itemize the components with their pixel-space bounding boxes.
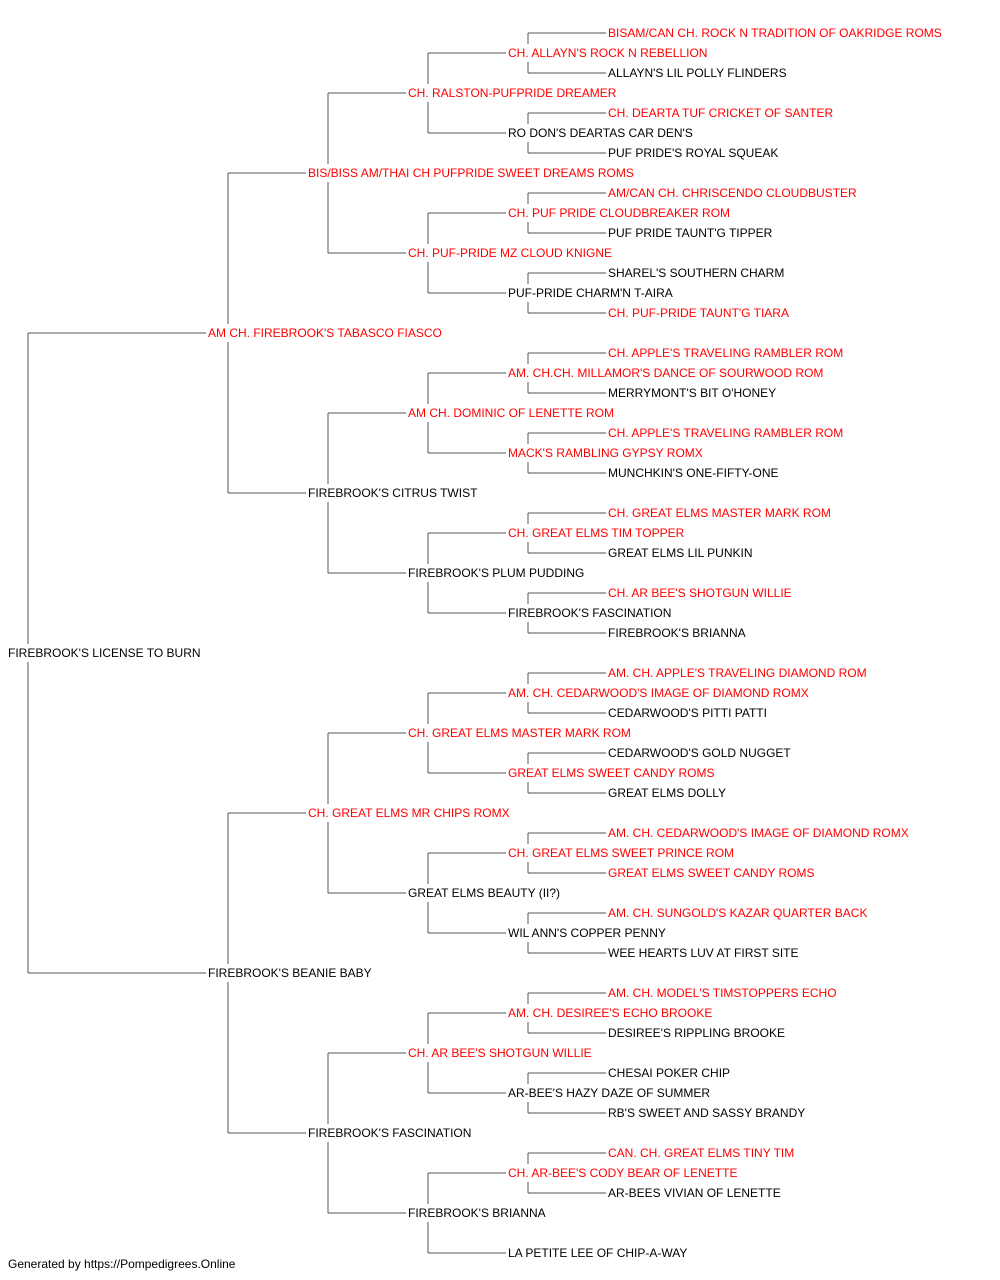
dog-name-gen2: BIS/BISS AM/THAI CH PUFPRIDE SWEET DREAM…	[308, 166, 634, 180]
dog-name-gen4: CH. PUF PRIDE CLOUDBREAKER ROM	[508, 206, 730, 220]
dog-name-gen2: FIREBROOK'S CITRUS TWIST	[308, 486, 478, 500]
dog-name-gen5: AM. CH. CEDARWOOD'S IMAGE OF DIAMOND ROM…	[608, 826, 909, 840]
dog-name-gen5: CEDARWOOD'S GOLD NUGGET	[608, 746, 791, 760]
dog-name-gen5: CH. DEARTA TUF CRICKET OF SANTER	[608, 106, 833, 120]
dog-name-gen5: CH. APPLE'S TRAVELING RAMBLER ROM	[608, 346, 843, 360]
dog-name-gen2: CH. GREAT ELMS MR CHIPS ROMX	[308, 806, 510, 820]
dog-name-gen5: CH. GREAT ELMS MASTER MARK ROM	[608, 506, 831, 520]
dog-names: FIREBROOK'S LICENSE TO BURN AM CH. FIREBR…	[8, 26, 942, 1260]
dog-name-gen5: CAN. CH. GREAT ELMS TINY TIM	[608, 1146, 794, 1160]
dog-name-gen5: AM. CH. SUNGOLD'S KAZAR QUARTER BACK	[608, 906, 867, 920]
dog-name-gen4: CH. AR-BEE'S CODY BEAR OF LENETTE	[508, 1166, 737, 1180]
dog-name-gen4: CH. GREAT ELMS SWEET PRINCE ROM	[508, 846, 734, 860]
dog-name-gen5: ALLAYN'S LIL POLLY FLINDERS	[608, 66, 787, 80]
dog-name-gen4: GREAT ELMS SWEET CANDY ROMS	[508, 766, 714, 780]
dog-name-gen5: AM. CH. APPLE'S TRAVELING DIAMOND ROM	[608, 666, 867, 680]
dog-name-gen3: GREAT ELMS BEAUTY (II?)	[408, 886, 560, 900]
dog-name-gen2: FIREBROOK'S FASCINATION	[308, 1126, 471, 1140]
dog-name-gen4: AM. CH. DESIREE'S ECHO BROOKE	[508, 1006, 712, 1020]
dog-name-gen3: CH. PUF-PRIDE MZ CLOUD KNIGNE	[408, 246, 612, 260]
dog-name-gen5: GREAT ELMS LIL PUNKIN	[608, 546, 753, 560]
dog-name-gen5: AM/CAN CH. CHRISCENDO CLOUDBUSTER	[608, 186, 857, 200]
dog-name-gen5: CH. AR BEE'S SHOTGUN WILLIE	[608, 586, 792, 600]
dog-name-gen5: MUNCHKIN'S ONE-FIFTY-ONE	[608, 466, 779, 480]
dog-name-gen4: LA PETITE LEE OF CHIP-A-WAY	[508, 1246, 687, 1260]
dog-name-gen4: CH. ALLAYN'S ROCK N REBELLION	[508, 46, 707, 60]
dog-name-gen4: WIL ANN'S COPPER PENNY	[508, 926, 666, 940]
dog-name-gen3: FIREBROOK'S PLUM PUDDING	[408, 566, 584, 580]
dog-name-gen5: MERRYMONT'S BIT O'HONEY	[608, 386, 776, 400]
dog-name-gen3: AM CH. DOMINIC OF LENETTE ROM	[408, 406, 614, 420]
footer-credit: Generated by https://Pompedigrees.Online	[8, 1257, 236, 1271]
dog-name-gen5: FIREBROOK'S BRIANNA	[608, 626, 746, 640]
dog-name-gen5: PUF PRIDE TAUNT'G TIPPER	[608, 226, 773, 240]
dog-name-gen4: RO DON'S DEARTAS CAR DEN'S	[508, 126, 693, 140]
dog-name-gen5: CH. PUF-PRIDE TAUNT'G TIARA	[608, 306, 789, 320]
dog-name-gen3: CH. GREAT ELMS MASTER MARK ROM	[408, 726, 631, 740]
dog-name-gen4: AM. CH.CH. MILLAMOR'S DANCE OF SOURWOOD …	[508, 366, 823, 380]
dog-name-gen1: AM CH. FIREBROOK'S TABASCO FIASCO	[208, 326, 442, 340]
dog-name-gen5: CHESAI POKER CHIP	[608, 1066, 730, 1080]
dog-name-gen5: AR-BEES VIVIAN OF LENETTE	[608, 1186, 781, 1200]
dog-name-gen5: GREAT ELMS SWEET CANDY ROMS	[608, 866, 814, 880]
dog-name-gen1: FIREBROOK'S BEANIE BABY	[208, 966, 372, 980]
connector-lines	[27, 32, 606, 1254]
dog-name-gen3: CH. AR BEE'S SHOTGUN WILLIE	[408, 1046, 592, 1060]
dog-name-gen4: AM. CH. CEDARWOOD'S IMAGE OF DIAMOND ROM…	[508, 686, 809, 700]
dog-name-gen5: GREAT ELMS DOLLY	[608, 786, 726, 800]
dog-name-gen5: SHAREL'S SOUTHERN CHARM	[608, 266, 784, 280]
dog-name-gen3: CH. RALSTON-PUFPRIDE DREAMER	[408, 86, 617, 100]
dog-name-gen5: RB'S SWEET AND SASSY BRANDY	[608, 1106, 805, 1120]
dog-name-gen4: AR-BEE'S HAZY DAZE OF SUMMER	[508, 1086, 710, 1100]
dog-name-gen3: FIREBROOK'S BRIANNA	[408, 1206, 546, 1220]
dog-name-gen5: WEE HEARTS LUV AT FIRST SITE	[608, 946, 799, 960]
dog-name-gen0: FIREBROOK'S LICENSE TO BURN	[8, 646, 201, 660]
dog-name-gen4: FIREBROOK'S FASCINATION	[508, 606, 671, 620]
dog-name-gen4: MACK'S RAMBLING GYPSY ROMX	[508, 446, 703, 460]
dog-name-gen4: PUF-PRIDE CHARM'N T-AIRA	[508, 286, 673, 300]
dog-name-gen5: AM. CH. MODEL'S TIMSTOPPERS ECHO	[608, 986, 837, 1000]
dog-name-gen5: CH. APPLE'S TRAVELING RAMBLER ROM	[608, 426, 843, 440]
dog-name-gen4: CH. GREAT ELMS TIM TOPPER	[508, 526, 685, 540]
dog-name-gen5: BISAM/CAN CH. ROCK N TRADITION OF OAKRID…	[608, 26, 942, 40]
dog-name-gen5: CEDARWOOD'S PITTI PATTI	[608, 706, 767, 720]
dog-name-gen5: PUF PRIDE'S ROYAL SQUEAK	[608, 146, 778, 160]
dog-name-gen5: DESIREE'S RIPPLING BROOKE	[608, 1026, 785, 1040]
